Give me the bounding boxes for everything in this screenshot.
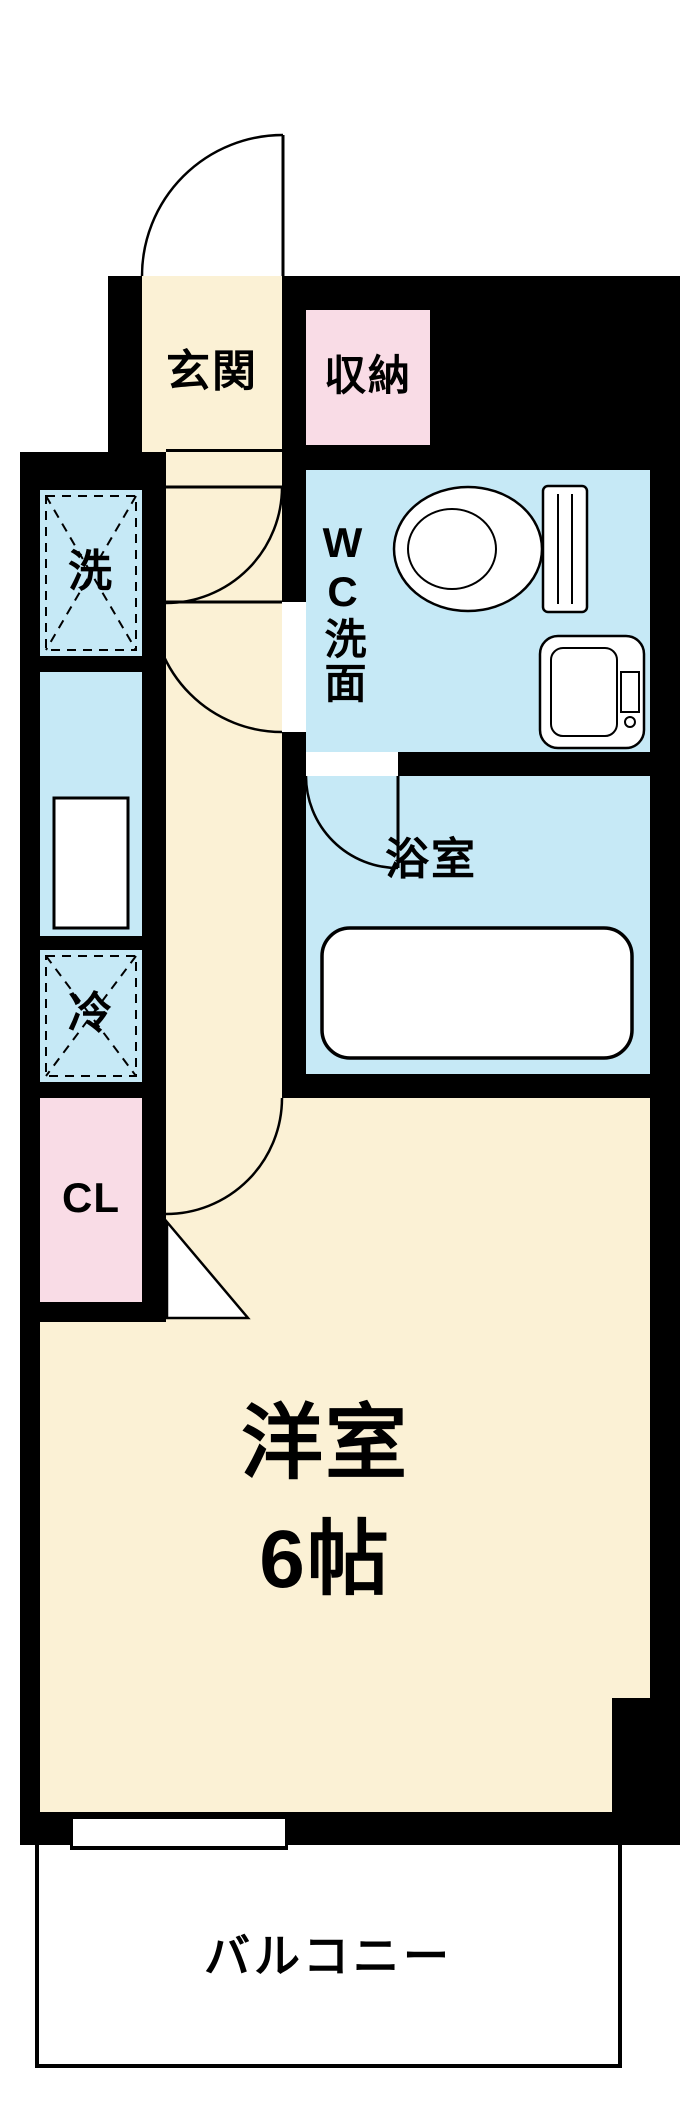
wall-segment [282, 1074, 650, 1098]
closet-area [40, 1098, 142, 1302]
closet-label: CL [62, 1174, 120, 1221]
wall-segment [430, 310, 680, 452]
wall-segment [398, 752, 650, 776]
storage-area [306, 310, 430, 445]
wall-segment [40, 936, 142, 950]
storage-label: 収納 [323, 352, 412, 399]
balcony-rail [35, 2064, 622, 2068]
wall-segment [40, 1082, 166, 1098]
wall-segment [282, 445, 650, 470]
hallway-floor [166, 452, 282, 1098]
western-room-label: 洋室 [240, 1398, 409, 1489]
western-room-floor [40, 1322, 166, 1812]
washer-label: 洗 [40, 542, 142, 602]
balcony-window [70, 1815, 288, 1850]
western-room-size-label: 6帖 [259, 1514, 391, 1605]
wall-segment [142, 1098, 166, 1322]
wall-segment [282, 276, 680, 310]
fridge-label: 冷 [40, 984, 142, 1044]
genkan-step-line [166, 449, 282, 452]
wall-segment [20, 452, 142, 490]
wall-segment [282, 732, 306, 1098]
bathroom-area [306, 776, 650, 1074]
genkan-label: 玄関 [166, 347, 258, 396]
wall-segment [142, 452, 166, 1098]
wall-segment [40, 656, 142, 672]
wall-segment [612, 1698, 680, 1845]
balcony-label: バルコニー [203, 1930, 454, 1982]
kitchen-counter [40, 672, 142, 936]
wall-segment [108, 310, 142, 452]
wc-washroom-label: WC洗面 [319, 519, 366, 705]
bath-label: 浴室 [385, 835, 477, 884]
genkan-floor [142, 276, 282, 452]
wall-segment [108, 276, 142, 310]
balcony-rail [35, 1845, 39, 2068]
entrance-door-swing-icon [140, 133, 285, 277]
balcony-rail [618, 1845, 622, 2068]
balcony-area [39, 1845, 618, 2064]
western-room-floor [166, 1098, 650, 1812]
wall-segment [20, 452, 40, 1845]
wall-segment [650, 452, 680, 1845]
wall-segment [40, 1302, 166, 1322]
